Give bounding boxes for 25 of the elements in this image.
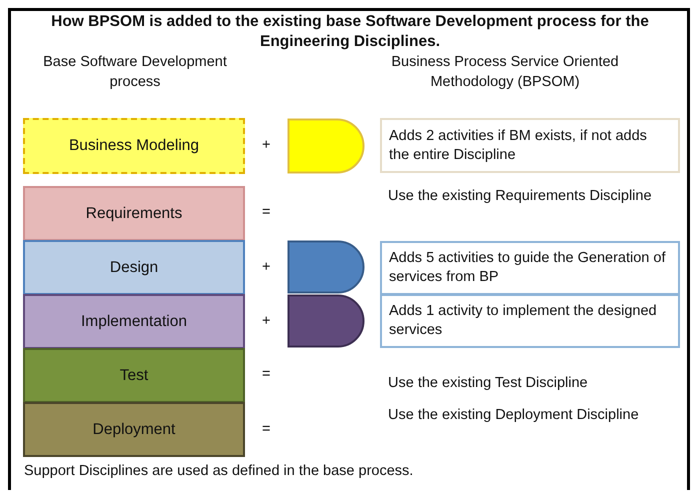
d-shape-icon [287, 118, 365, 174]
description-box: Adds 1 activity to implement the designed services [380, 294, 680, 348]
description-text: Use the existing Test Discipline [388, 374, 589, 393]
description-text: Use the existing Requirements Discipline [388, 187, 653, 206]
operator-sign: + [262, 136, 272, 155]
description-box: Adds 5 activities to guide the Generation of services from BP [380, 241, 680, 295]
operator-sign: = [262, 203, 272, 222]
description-text: Use the existing Deployment Discipline [388, 406, 640, 425]
discipline-box: Design [23, 240, 245, 295]
discipline-box: Business Modeling [23, 118, 245, 174]
operator-sign: + [262, 312, 272, 331]
operator-sign: + [262, 258, 272, 277]
description-box: Adds 2 activities if BM exists, if not adds the entire Discipline [380, 118, 680, 173]
d-shape-icon [287, 294, 365, 348]
footnote: Support Disciplines are used as defined in the base process. [24, 462, 414, 481]
discipline-box: Implementation [23, 294, 245, 349]
discipline-box: Deployment [23, 402, 245, 457]
operator-sign: = [262, 365, 272, 384]
discipline-box: Requirements [23, 186, 245, 241]
diagram-title: How BPSOM is added to the existing base Software Development process for the Engineering Disciplines. [50, 12, 650, 52]
operator-sign: = [262, 420, 272, 439]
discipline-box: Test [23, 348, 245, 403]
d-shape-icon [287, 240, 365, 294]
column-header: Business Process Service Oriented Methodology (BPSOM) [390, 53, 620, 92]
column-header: Base Software Development process [42, 53, 228, 92]
